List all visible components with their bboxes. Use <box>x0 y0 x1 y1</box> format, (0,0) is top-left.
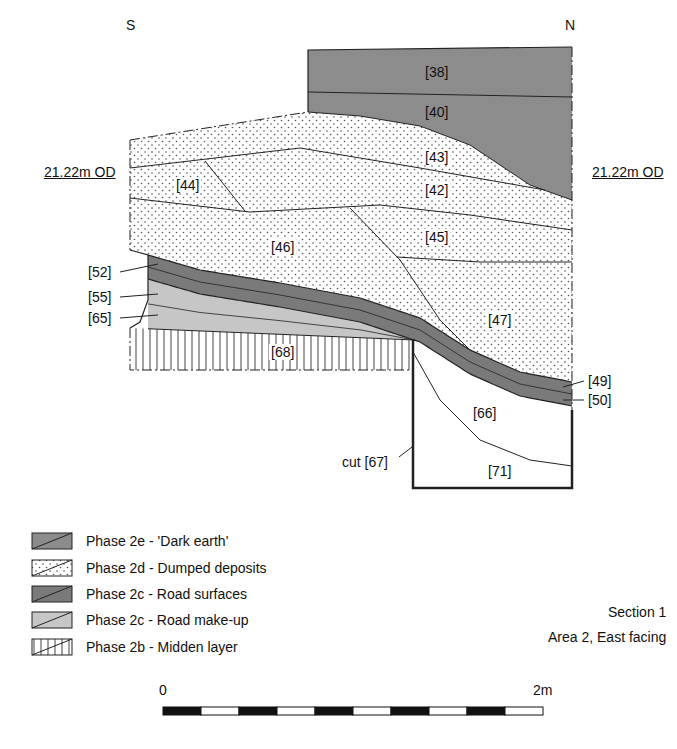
legend-text: Phase 2d - Dumped deposits <box>84 560 269 576</box>
legend-swatch <box>32 639 72 655</box>
compass-point: S <box>124 17 137 33</box>
layer-boundary <box>397 257 572 262</box>
layer-boundary <box>148 267 572 394</box>
legend-swatch-box <box>31 559 73 577</box>
level-label: 21.22m OD <box>42 164 118 180</box>
context-number: [38] <box>423 64 450 80</box>
legend-text: Phase 2b - Midden layer <box>84 639 240 655</box>
layer-boundary <box>572 47 573 410</box>
swatch-diagonal <box>32 639 72 655</box>
scale-bar <box>505 707 543 715</box>
swatch-diagonal <box>32 586 72 602</box>
layer-boundary <box>350 208 470 350</box>
context-number: [68] <box>269 344 296 360</box>
layer-boundary <box>308 47 572 112</box>
layer-boundary <box>130 112 308 140</box>
context-number: [65] <box>86 310 113 326</box>
dark-earth <box>308 47 572 200</box>
scale-label: 0 <box>157 682 169 698</box>
legend-swatch <box>32 612 72 628</box>
layer-boundary <box>148 329 415 340</box>
scale-bar <box>467 707 505 715</box>
layer-boundary <box>130 198 572 230</box>
scale-bar <box>277 707 315 715</box>
layer-boundary <box>413 340 572 488</box>
layer-boundary <box>148 279 572 406</box>
context-number: [66] <box>471 405 498 421</box>
layer-boundary <box>205 161 245 211</box>
legend-swatch-box <box>31 585 73 603</box>
legend-text: Phase 2e - 'Dark earth' <box>84 533 230 549</box>
scale-bar <box>391 707 429 715</box>
legend-swatch <box>32 560 72 576</box>
context-number: [44] <box>174 177 201 193</box>
scale-bar <box>353 707 391 715</box>
layer-boundary <box>148 304 415 340</box>
section-subtitle: Area 2, East facing <box>546 629 668 645</box>
road-surfaces <box>148 255 572 406</box>
context-number: [43] <box>423 149 450 165</box>
layer-boundary <box>130 328 413 370</box>
context-number: [42] <box>423 182 450 198</box>
context-number: [71] <box>486 463 513 479</box>
level-label: 21.22m OD <box>590 164 666 180</box>
layer-boundary <box>130 140 131 250</box>
context-number: [49] <box>586 373 613 389</box>
scale-label: 2m <box>531 682 554 698</box>
scale-bar <box>315 707 353 715</box>
legend-text: Phase 2c - Road make-up <box>84 612 251 628</box>
legend-swatch <box>32 586 72 602</box>
context-number: [40] <box>423 104 450 120</box>
scale-bar <box>201 707 239 715</box>
context-number: [52] <box>86 264 113 280</box>
layer-boundary <box>308 92 572 97</box>
legend-text: Phase 2c - Road surfaces <box>84 586 249 602</box>
swatch-diagonal <box>32 533 72 549</box>
context-number: [55] <box>86 289 113 305</box>
context-number: [45] <box>423 229 450 245</box>
section-title: Section 1 <box>606 604 668 620</box>
cut-fill <box>413 340 572 488</box>
scale-bar <box>429 707 467 715</box>
legend-swatch-box <box>31 638 73 656</box>
context-number: [50] <box>586 392 613 408</box>
swatch-diagonal <box>32 560 72 576</box>
scale-bar <box>239 707 277 715</box>
scale-bar <box>163 707 201 715</box>
legend-swatch-box <box>31 532 73 550</box>
layer-boundary <box>413 352 572 466</box>
legend-swatch <box>32 533 72 549</box>
legend-swatch-box <box>31 611 73 629</box>
swatch-diagonal <box>32 612 72 628</box>
context-number: [46] <box>269 239 296 255</box>
layer-boundary <box>148 255 572 382</box>
compass-point: N <box>563 17 577 33</box>
cut-label: cut [67] <box>340 454 390 470</box>
context-number: [47] <box>486 312 513 328</box>
